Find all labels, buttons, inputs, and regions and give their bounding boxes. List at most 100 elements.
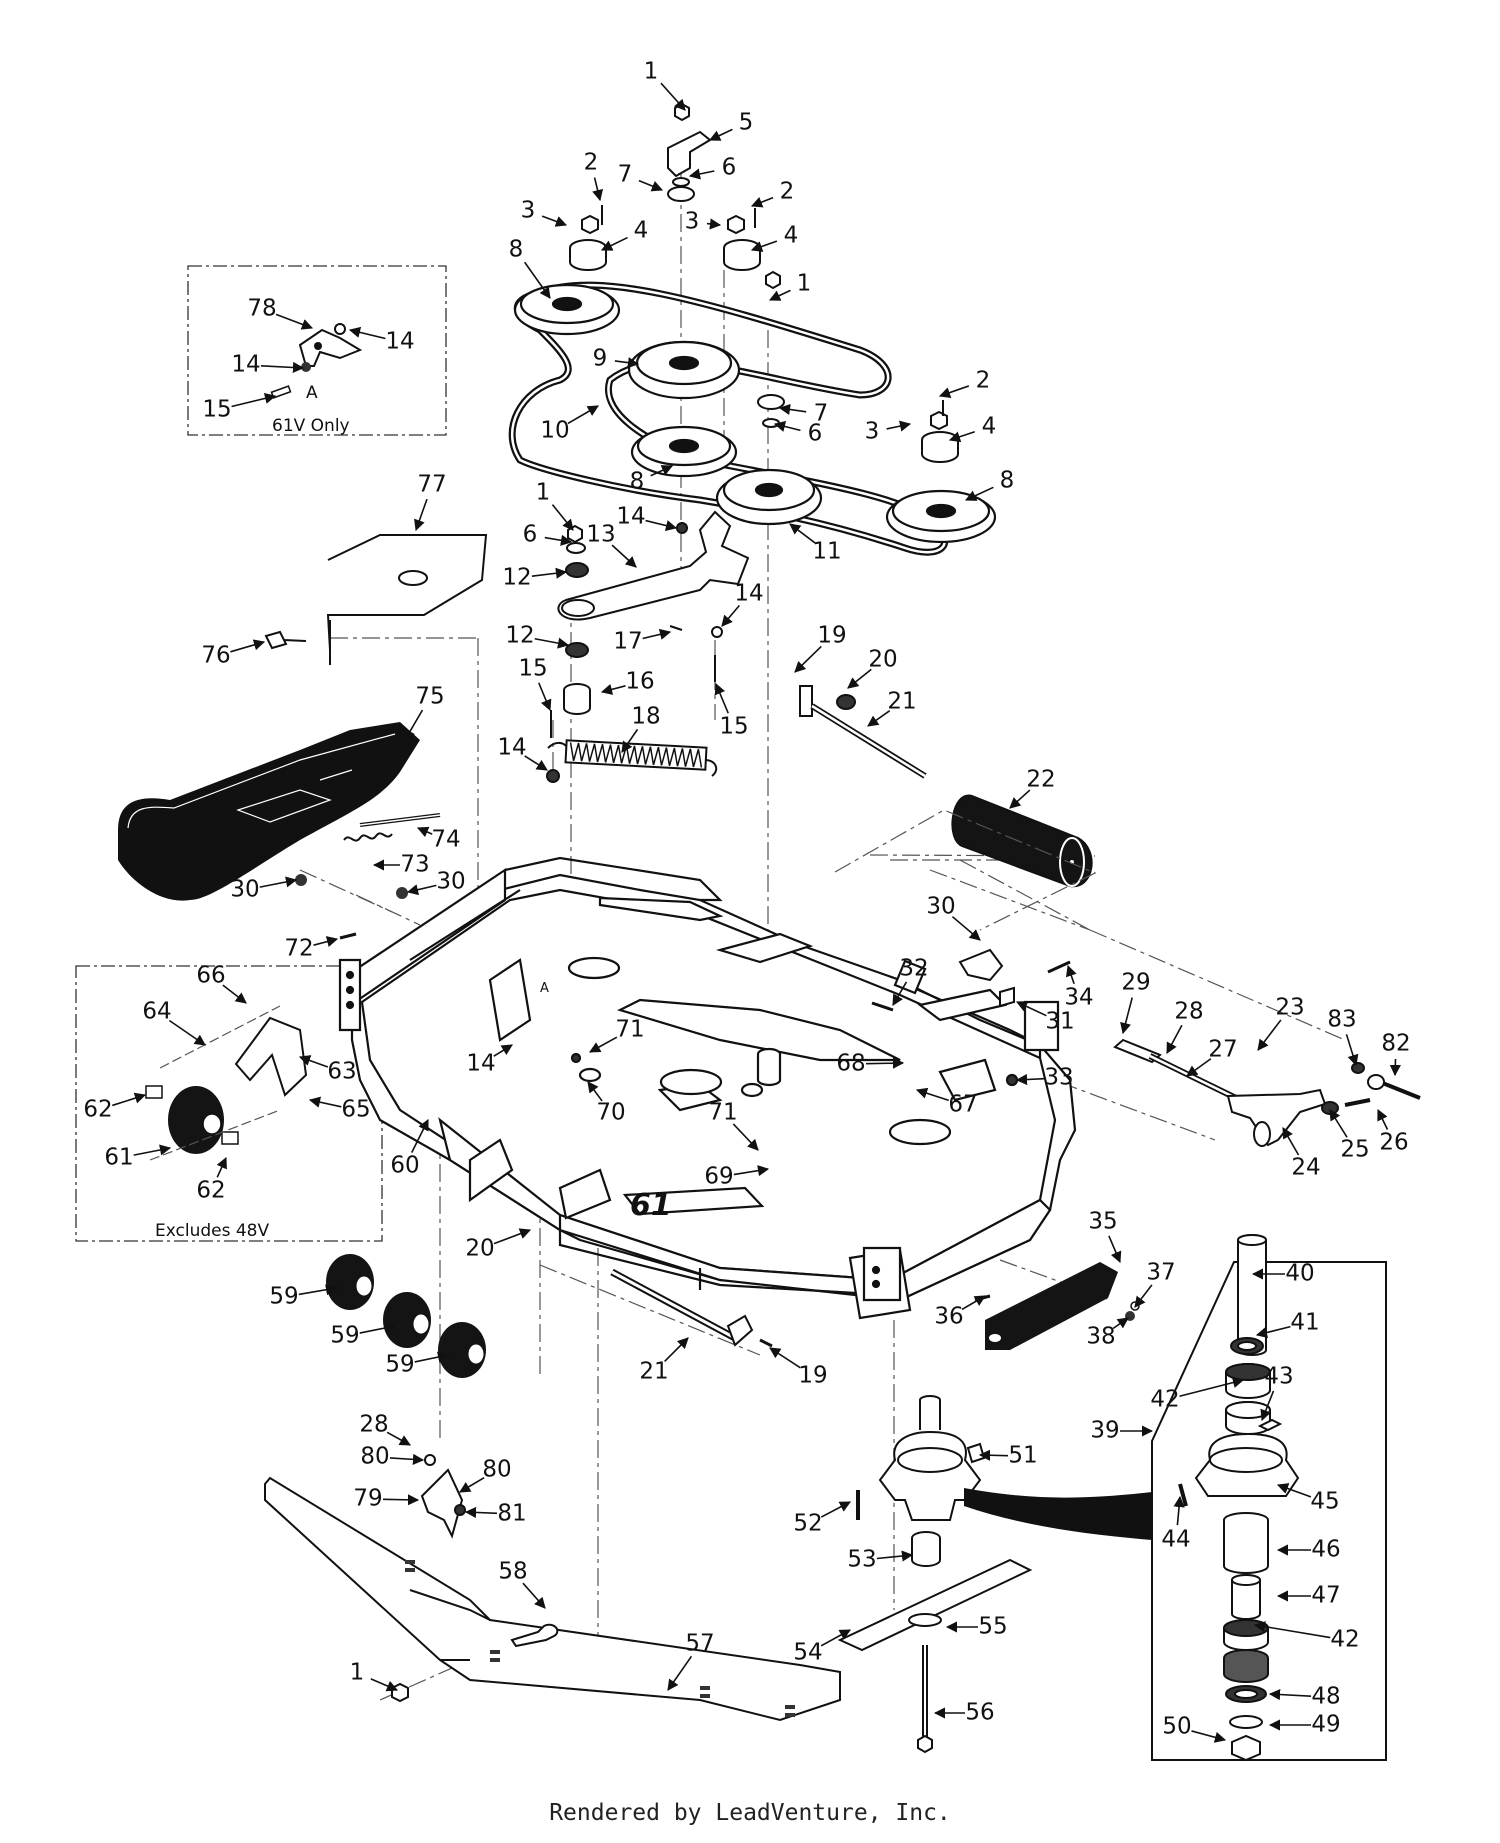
callout-40: 40 (1285, 1261, 1314, 1287)
leader-5 (708, 128, 733, 141)
callout-54: 54 (793, 1640, 822, 1666)
leader-36 (961, 1295, 986, 1311)
callout-6: 6 (722, 155, 737, 181)
leader-63 (298, 1055, 329, 1068)
roller-axle-assembly (799, 685, 1093, 888)
leader-20 (847, 668, 872, 689)
callout-19: 19 (817, 623, 846, 649)
callout-59: 59 (269, 1284, 298, 1310)
leader-4 (600, 236, 628, 251)
callout-32: 32 (899, 956, 928, 982)
sleeve-46 (1223, 1512, 1269, 1574)
leader-20 (493, 1228, 532, 1245)
callout-58: 58 (498, 1559, 527, 1585)
bracket-19-20 (799, 685, 813, 717)
spindle-exploded-39 (1151, 1234, 1387, 1762)
idler-arm-13 (557, 510, 750, 621)
callout-46: 46 (1311, 1537, 1340, 1563)
knob-76 (264, 630, 307, 650)
plate-28 (1113, 1038, 1162, 1064)
callout-21: 21 (887, 689, 916, 715)
leader-6 (688, 168, 715, 180)
nut-30b (396, 887, 408, 899)
callout-38: 38 (1086, 1324, 1115, 1350)
leader-68 (865, 1057, 905, 1069)
leader-15 (231, 392, 277, 408)
leader-29 (1120, 997, 1133, 1035)
leader-9 (614, 357, 640, 369)
leader-61 (133, 1144, 172, 1156)
bolt-34 (1047, 960, 1071, 974)
deck-hanger-right (871, 948, 1421, 1147)
nut-1b (765, 270, 781, 290)
callout-50: 50 (1162, 1714, 1191, 1740)
callout-55: 55 (978, 1614, 1007, 1640)
callout-47: 47 (1311, 1583, 1340, 1609)
inset-61v-note: 61V Only (272, 416, 350, 436)
leader-35 (1108, 1235, 1122, 1264)
callout-15: 15 (719, 714, 748, 740)
leader-12 (534, 637, 570, 649)
leader-66 (222, 984, 247, 1004)
leader-78 (275, 313, 314, 330)
callout-79: 79 (353, 1486, 382, 1512)
leader-8 (650, 465, 674, 477)
callout-30: 30 (926, 894, 955, 920)
callout-20: 20 (465, 1236, 494, 1262)
leader-14 (348, 326, 386, 340)
callout-14: 14 (385, 329, 414, 355)
callout-62: 62 (83, 1097, 112, 1123)
leader-52 (820, 1501, 851, 1518)
discharge-chute-75 (118, 722, 441, 940)
arm-24 (1226, 1088, 1327, 1147)
callout-63: 63 (327, 1059, 356, 1085)
callout-51: 51 (1008, 1443, 1037, 1469)
callout-75: 75 (415, 684, 444, 710)
callout-2: 2 (584, 150, 599, 176)
callout-66: 66 (196, 963, 225, 989)
leader-80 (459, 1476, 485, 1493)
callout-71: 71 (708, 1100, 737, 1126)
callout-21: 21 (639, 1359, 668, 1385)
side-bracket-left (338, 958, 362, 1032)
bolt-19 (759, 1338, 773, 1348)
callout-25: 25 (1340, 1137, 1369, 1163)
callout-59: 59 (385, 1352, 414, 1378)
callout-62: 62 (196, 1178, 225, 1204)
leader-30 (951, 916, 981, 941)
leader-2 (750, 196, 774, 208)
leader-7 (638, 179, 664, 192)
leader-26 (1377, 1108, 1389, 1130)
callout-56: 56 (965, 1700, 994, 1726)
spindle-pulley-8c (885, 489, 997, 544)
leader-15 (714, 682, 729, 714)
callout-14: 14 (231, 352, 260, 378)
bolt-17 (669, 625, 683, 631)
leader-25 (1329, 1109, 1348, 1138)
nut-83 (1351, 1062, 1365, 1074)
roller-axle-21 (610, 1268, 773, 1348)
roller-outline (834, 809, 1097, 931)
leader-77 (414, 498, 428, 532)
callout-74: 74 (431, 827, 460, 853)
callout-30: 30 (230, 877, 259, 903)
callout-77: 77 (417, 472, 446, 498)
leader-70 (587, 1081, 603, 1102)
callout-43: 43 (1264, 1364, 1293, 1390)
leader-76 (230, 639, 266, 653)
leader-41 (1255, 1325, 1291, 1338)
callout-70: 70 (596, 1100, 625, 1126)
leader-74 (416, 826, 433, 838)
leader-17 (642, 628, 672, 640)
callout-7: 7 (814, 401, 829, 427)
callout-60: 60 (390, 1153, 419, 1179)
leader-24 (1282, 1127, 1300, 1156)
callout-13: 13 (586, 522, 615, 548)
idler-bracket-78 (298, 328, 363, 367)
spindle-pulley-8a (513, 283, 621, 336)
callout-65: 65 (341, 1097, 370, 1123)
leader-51 (978, 1449, 1009, 1461)
leader-18 (621, 728, 639, 753)
hub-4c (921, 431, 959, 463)
spring-18 (547, 739, 718, 777)
